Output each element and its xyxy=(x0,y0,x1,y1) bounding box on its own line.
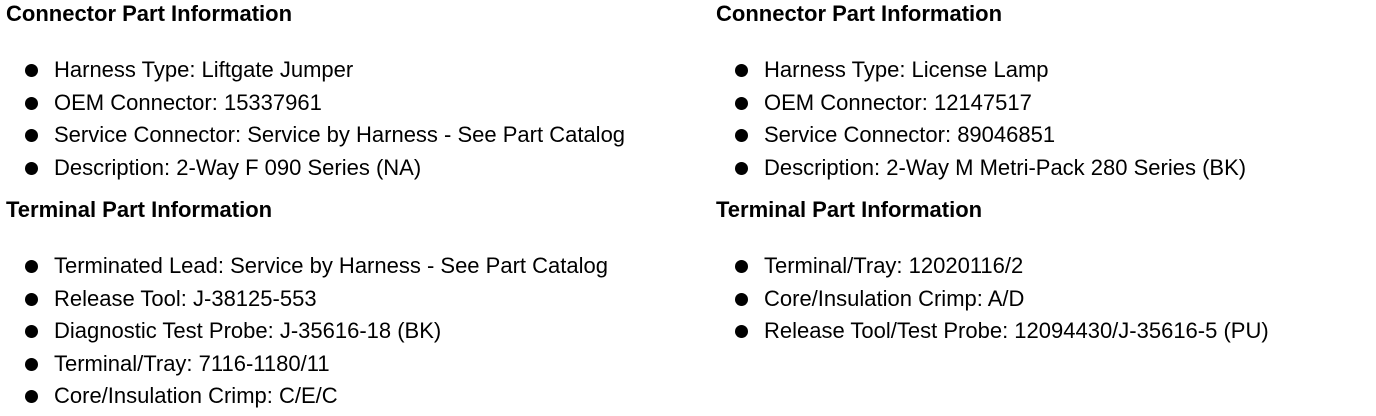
connector-part-info-list: Harness Type: License Lamp OEM Connector… xyxy=(716,54,1246,184)
list-item-text: Service Connector: Service by Harness - … xyxy=(54,122,626,148)
list-item-text: Harness Type: Liftgate Jumper xyxy=(54,57,354,82)
terminal-part-info-list: Terminated Lead: Service by Harness - Se… xyxy=(6,250,608,413)
list-item: Terminal/Tray: 7116-1180/11 xyxy=(6,348,608,381)
list-item: Terminal/Tray: 12020116/2 xyxy=(716,250,1269,283)
list-item: Harness Type: Liftgate Jumper xyxy=(6,54,625,87)
bullet-icon xyxy=(735,96,748,110)
terminal-part-info-heading: Terminal Part Information xyxy=(716,197,983,222)
bullet-icon xyxy=(25,292,38,306)
list-item: Core/Insulation Crimp: A/D xyxy=(716,283,1269,316)
list-item: Service Connector: 89046851 xyxy=(716,119,1246,152)
list-item-text: Diagnostic Test Probe: J-35616-18 (BK) xyxy=(54,318,442,344)
bullet-icon xyxy=(25,357,38,371)
list-item-text: Core/Insulation Crimp: A/D xyxy=(764,285,1025,311)
bullet-icon xyxy=(25,260,38,273)
terminal-part-info-list: Terminal/Tray: 12020116/2 Core/Insulatio… xyxy=(716,250,1269,348)
connector-part-info-heading: Connector Part Information xyxy=(716,1,1003,26)
list-item: Harness Type: License Lamp xyxy=(716,54,1246,87)
list-item: Description: 2-Way F 090 Series (NA) xyxy=(6,152,625,185)
list-item: OEM Connector: 12147517 xyxy=(716,87,1246,120)
list-item: Description: 2-Way M Metri-Pack 280 Seri… xyxy=(716,152,1246,185)
bullet-icon xyxy=(735,64,748,77)
list-item: Release Tool/Test Probe: 12094430/J-3561… xyxy=(716,315,1269,348)
list-item-text: Core/Insulation Crimp: C/E/C xyxy=(54,383,338,409)
terminal-part-info-heading: Terminal Part Information xyxy=(6,197,273,222)
connector-part-info-heading: Connector Part Information xyxy=(6,1,293,26)
bullet-icon xyxy=(25,64,38,77)
bullet-icon xyxy=(735,325,748,339)
list-item-text: Service Connector: 89046851 xyxy=(764,122,1056,148)
bullet-icon xyxy=(735,161,748,175)
list-item-text: Terminal/Tray: 7116-1180/11 xyxy=(54,350,330,376)
list-item-text: OEM Connector: 12147517 xyxy=(764,89,1032,115)
list-item-text: Release Tool: J-38125-553 xyxy=(54,285,317,311)
bullet-icon xyxy=(25,129,38,143)
bullet-icon xyxy=(735,260,748,273)
list-item: Terminated Lead: Service by Harness - Se… xyxy=(6,250,608,283)
connector-part-info-list: Harness Type: Liftgate Jumper OEM Connec… xyxy=(6,54,625,184)
bullet-icon xyxy=(25,96,38,110)
list-item-text: Harness Type: License Lamp xyxy=(764,57,1049,82)
bullet-icon xyxy=(25,325,38,339)
bullet-icon xyxy=(25,390,38,404)
list-item-text: Description: 2-Way F 090 Series (NA) xyxy=(54,154,422,180)
list-item: Service Connector: Service by Harness - … xyxy=(6,119,625,152)
bullet-icon xyxy=(25,161,38,175)
list-item-text: Terminated Lead: Service by Harness - Se… xyxy=(54,253,608,278)
list-item-text: Release Tool/Test Probe: 12094430/J-3561… xyxy=(764,318,1269,344)
list-item: OEM Connector: 15337961 xyxy=(6,87,625,120)
list-item-text: OEM Connector: 15337961 xyxy=(54,89,322,115)
list-item: Core/Insulation Crimp: C/E/C xyxy=(6,380,608,413)
list-item-text: Description: 2-Way M Metri-Pack 280 Seri… xyxy=(764,154,1247,180)
list-item: Release Tool: J-38125-553 xyxy=(6,283,608,316)
list-item-text: Terminal/Tray: 12020116/2 xyxy=(764,253,1024,278)
bullet-icon xyxy=(735,292,748,306)
list-item: Diagnostic Test Probe: J-35616-18 (BK) xyxy=(6,315,608,348)
bullet-icon xyxy=(735,129,748,143)
